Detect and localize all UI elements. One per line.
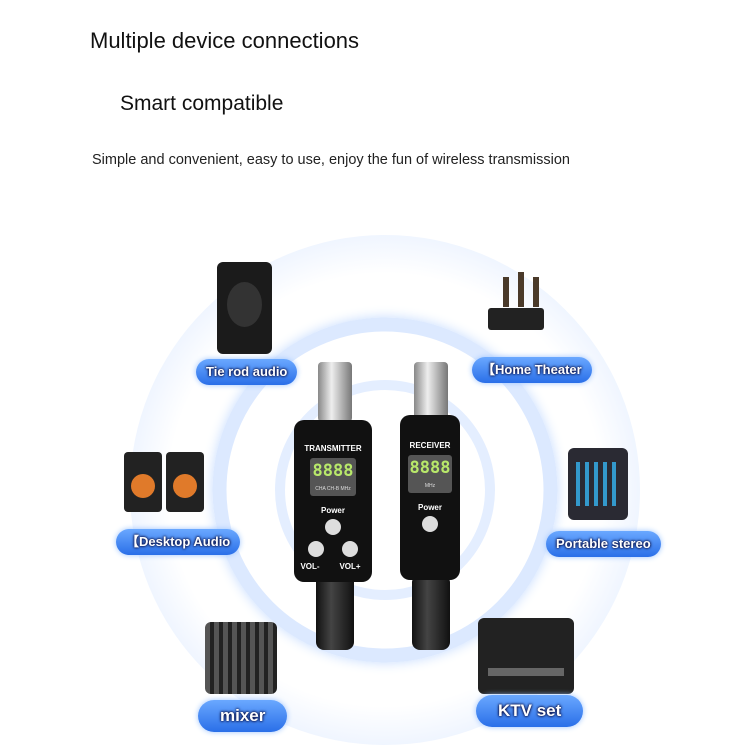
transmitter-display: 8888 bbox=[312, 461, 354, 481]
receiver-xlr-connector bbox=[414, 362, 448, 422]
vol-up-label: VOL+ bbox=[339, 562, 361, 571]
receiver-units: MHz bbox=[424, 483, 436, 489]
receiver-display: 8888 bbox=[409, 458, 451, 478]
speaker-icon bbox=[217, 262, 272, 354]
transmitter-power-label: Power bbox=[320, 506, 345, 515]
receiver-power-label: Power bbox=[417, 503, 442, 512]
portable-speaker-icon bbox=[568, 448, 628, 520]
tagline: Simple and convenient, easy to use, enjo… bbox=[92, 152, 570, 168]
page-heading: Multiple device connections bbox=[90, 28, 360, 53]
label-tie-rod-audio: Tie rod audio bbox=[196, 359, 298, 385]
ktv-system-icon bbox=[478, 618, 574, 694]
receiver-power-button[interactable] bbox=[422, 516, 438, 532]
label-desktop-audio: 【Desktop Audio bbox=[116, 529, 241, 555]
vol-down-label: VOL- bbox=[300, 562, 320, 571]
receiver-bottom-connector bbox=[412, 578, 450, 650]
label-home-theater: 【Home Theater bbox=[472, 357, 592, 383]
transmitter-screen: 8888 CHA CH-B MHz bbox=[310, 458, 356, 496]
transmitter-xlr-connector bbox=[318, 362, 352, 422]
transmitter-bottom-connector bbox=[316, 578, 354, 650]
home-theater-icon bbox=[478, 272, 558, 336]
vol-up-button[interactable] bbox=[342, 541, 358, 557]
receiver-label: RECEIVER bbox=[409, 441, 451, 450]
transmitter-label: TRANSMITTER bbox=[304, 444, 362, 453]
desktop-speakers-icon bbox=[124, 452, 206, 516]
transmitter-power-button[interactable] bbox=[325, 519, 341, 535]
receiver-screen: 8888 MHz bbox=[408, 455, 452, 493]
inner-ring bbox=[275, 380, 495, 600]
transmitter-units: CHA CH-B MHz bbox=[315, 486, 351, 492]
mixer-icon bbox=[205, 622, 277, 694]
label-mixer: mixer bbox=[198, 700, 288, 732]
label-ktv-set: KTV set bbox=[476, 695, 584, 727]
label-portable-stereo: Portable stereo bbox=[546, 531, 661, 557]
vol-down-button[interactable] bbox=[308, 541, 324, 557]
subheading: Smart compatible bbox=[120, 92, 284, 115]
